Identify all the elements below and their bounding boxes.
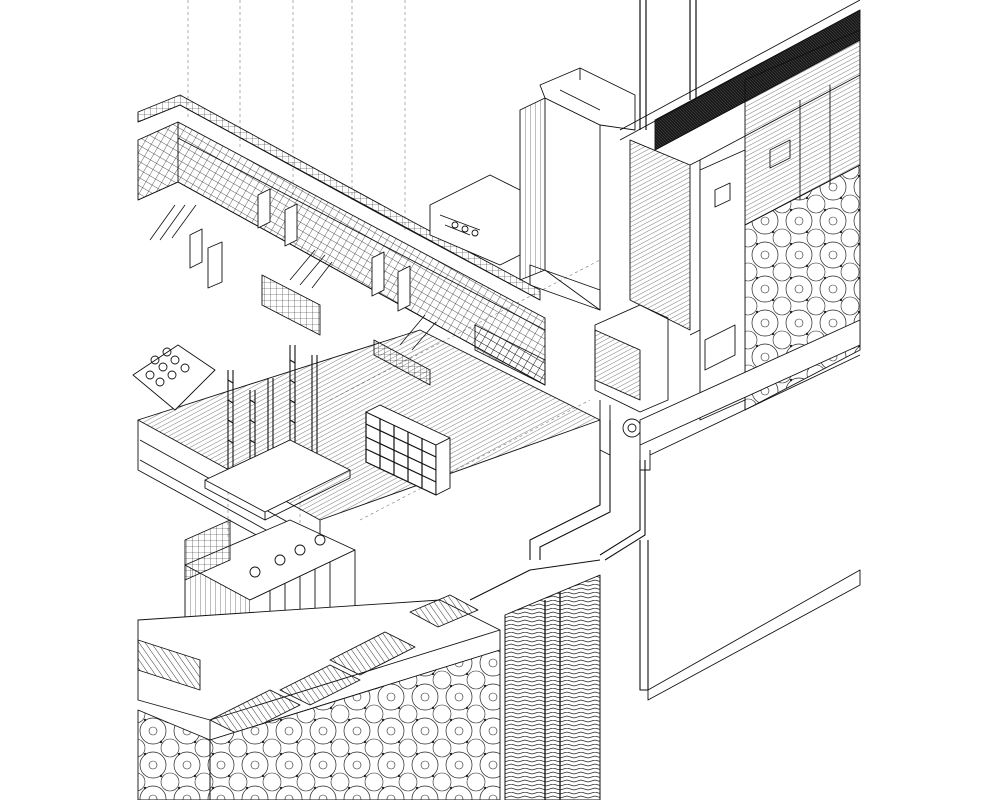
base-plate [204,439,351,521]
wall-brackets [189,188,411,312]
perforated-grille [639,319,861,701]
floor-slab [137,594,501,741]
louvered-facade-panel [504,574,601,800]
core-block [429,67,636,311]
steel-channel-profile [469,420,649,691]
parapet-wall [137,94,546,386]
patterned-cladding-lower [137,649,501,800]
roller-shutter [594,304,669,456]
grid-block [365,404,451,496]
bolt-cluster-plate [132,344,216,411]
